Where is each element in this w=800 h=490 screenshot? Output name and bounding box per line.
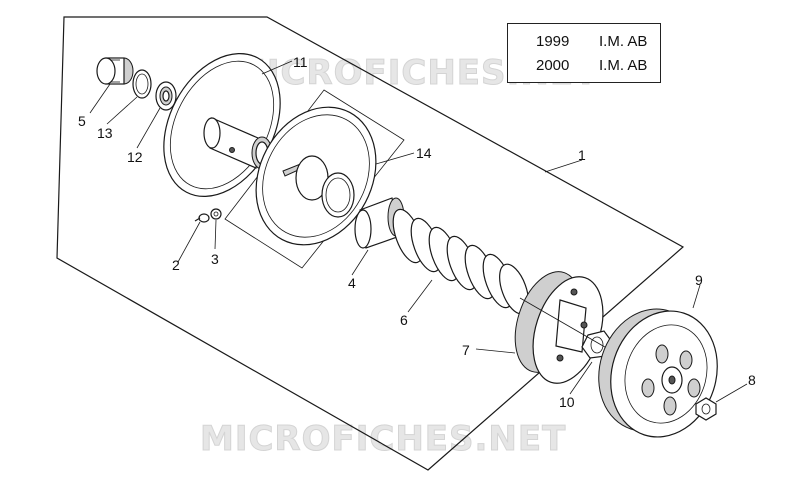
model-year: 1999 [536, 33, 570, 50]
callout-8: 8 [748, 372, 756, 388]
model-code: I.M. AB [599, 33, 648, 50]
callout-11: 11 [293, 54, 308, 70]
model-year: 2000 [536, 57, 570, 74]
callout-10: 10 [559, 394, 575, 410]
callout-9: 9 [695, 272, 703, 288]
clutch-shoe-assembly [514, 271, 604, 384]
watermark-bottom: MICROFICHES.NET [200, 419, 566, 459]
callout-12: 12 [127, 149, 143, 165]
spacer-sleeve [354, 197, 405, 249]
applicability-table: 1999 I.M. AB 2000 I.M. AB [507, 23, 661, 83]
callout-7: 7 [462, 342, 470, 358]
screw [194, 213, 210, 223]
movable-half-pulley [255, 106, 377, 246]
model-code: I.M. AB [599, 57, 648, 74]
callout-3: 3 [211, 251, 219, 267]
callout-14: 14 [416, 145, 432, 161]
applicability-row: 1999 I.M. AB [508, 33, 660, 55]
leader-lines [89, 60, 748, 403]
bell-nut [695, 397, 717, 421]
callout-2: 2 [172, 257, 180, 273]
callout-1: 1 [578, 147, 586, 163]
needle-bearing [96, 57, 134, 85]
applicability-row: 2000 I.M. AB [508, 57, 660, 79]
circlip [132, 69, 152, 99]
ball-bearing [155, 81, 177, 111]
clutch-bell [598, 308, 718, 438]
washer [210, 208, 222, 220]
callout-4: 4 [348, 275, 356, 291]
callout-6: 6 [400, 312, 408, 328]
callout-13: 13 [97, 125, 113, 141]
spring [392, 208, 529, 315]
callout-5: 5 [78, 113, 86, 129]
fixed-half-pulley [163, 52, 281, 198]
